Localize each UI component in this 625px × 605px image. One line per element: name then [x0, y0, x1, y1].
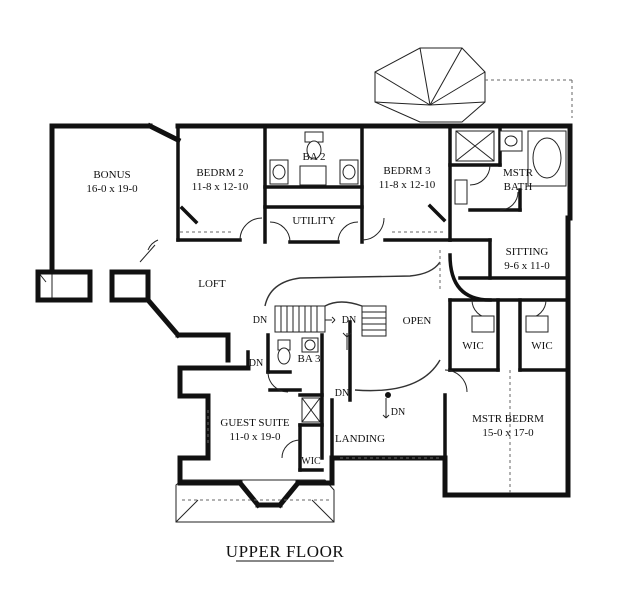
sitting-size: 9-6 x 11-0	[504, 260, 550, 272]
room-labels: BONUS 16-0 x 19-0 BEDRM 2 11-8 x 12-10 B…	[86, 151, 552, 467]
ba3-label: BA 3	[298, 353, 321, 365]
exterior-walls	[35, 122, 573, 509]
closet-lines	[180, 231, 511, 501]
guest-suite-label: GUEST SUITE	[220, 417, 289, 429]
wic3-label: WIC	[301, 456, 321, 467]
mstr-bedrm-label: MSTR BEDRM	[472, 413, 544, 425]
open-label: OPEN	[403, 315, 432, 327]
wic2-label: WIC	[531, 340, 552, 352]
utility-label: UTILITY	[292, 215, 335, 227]
bedrm2-label: BEDRM 2	[196, 167, 243, 179]
bedrm2-size: 11-8 x 12-10	[192, 181, 249, 193]
bedrm3-label: BEDRM 3	[383, 165, 431, 177]
stair-dn-5: DN	[391, 407, 405, 418]
roof-outline	[37, 47, 573, 523]
mstr-bath-label-1: MSTR	[503, 167, 534, 179]
bonus-size: 16-0 x 19-0	[86, 183, 138, 195]
guest-suite-size: 11-0 x 19-0	[230, 431, 281, 443]
mstr-bath-label-2: BATH	[504, 181, 533, 193]
loft-label: LOFT	[198, 278, 226, 290]
wic1-label: WIC	[462, 340, 483, 352]
mstr-bedrm-size: 15-0 x 17-0	[482, 427, 534, 439]
stair-dn-4: DN	[335, 388, 349, 399]
stair-dn-2: DN	[342, 315, 356, 326]
bonus-label: BONUS	[93, 169, 130, 181]
ba2-label: BA 2	[303, 151, 326, 163]
interior-walls	[176, 124, 570, 472]
sitting-label: SITTING	[506, 246, 549, 258]
plan-title: UPPER FLOOR	[226, 542, 345, 561]
bedrm3-size: 11-8 x 12-10	[379, 179, 436, 191]
landing-label: LANDING	[335, 433, 385, 445]
stairs	[264, 261, 441, 419]
stair-dn-3: DN	[249, 358, 263, 369]
fixtures	[269, 130, 567, 423]
stair-dn-1: DN	[253, 315, 267, 326]
